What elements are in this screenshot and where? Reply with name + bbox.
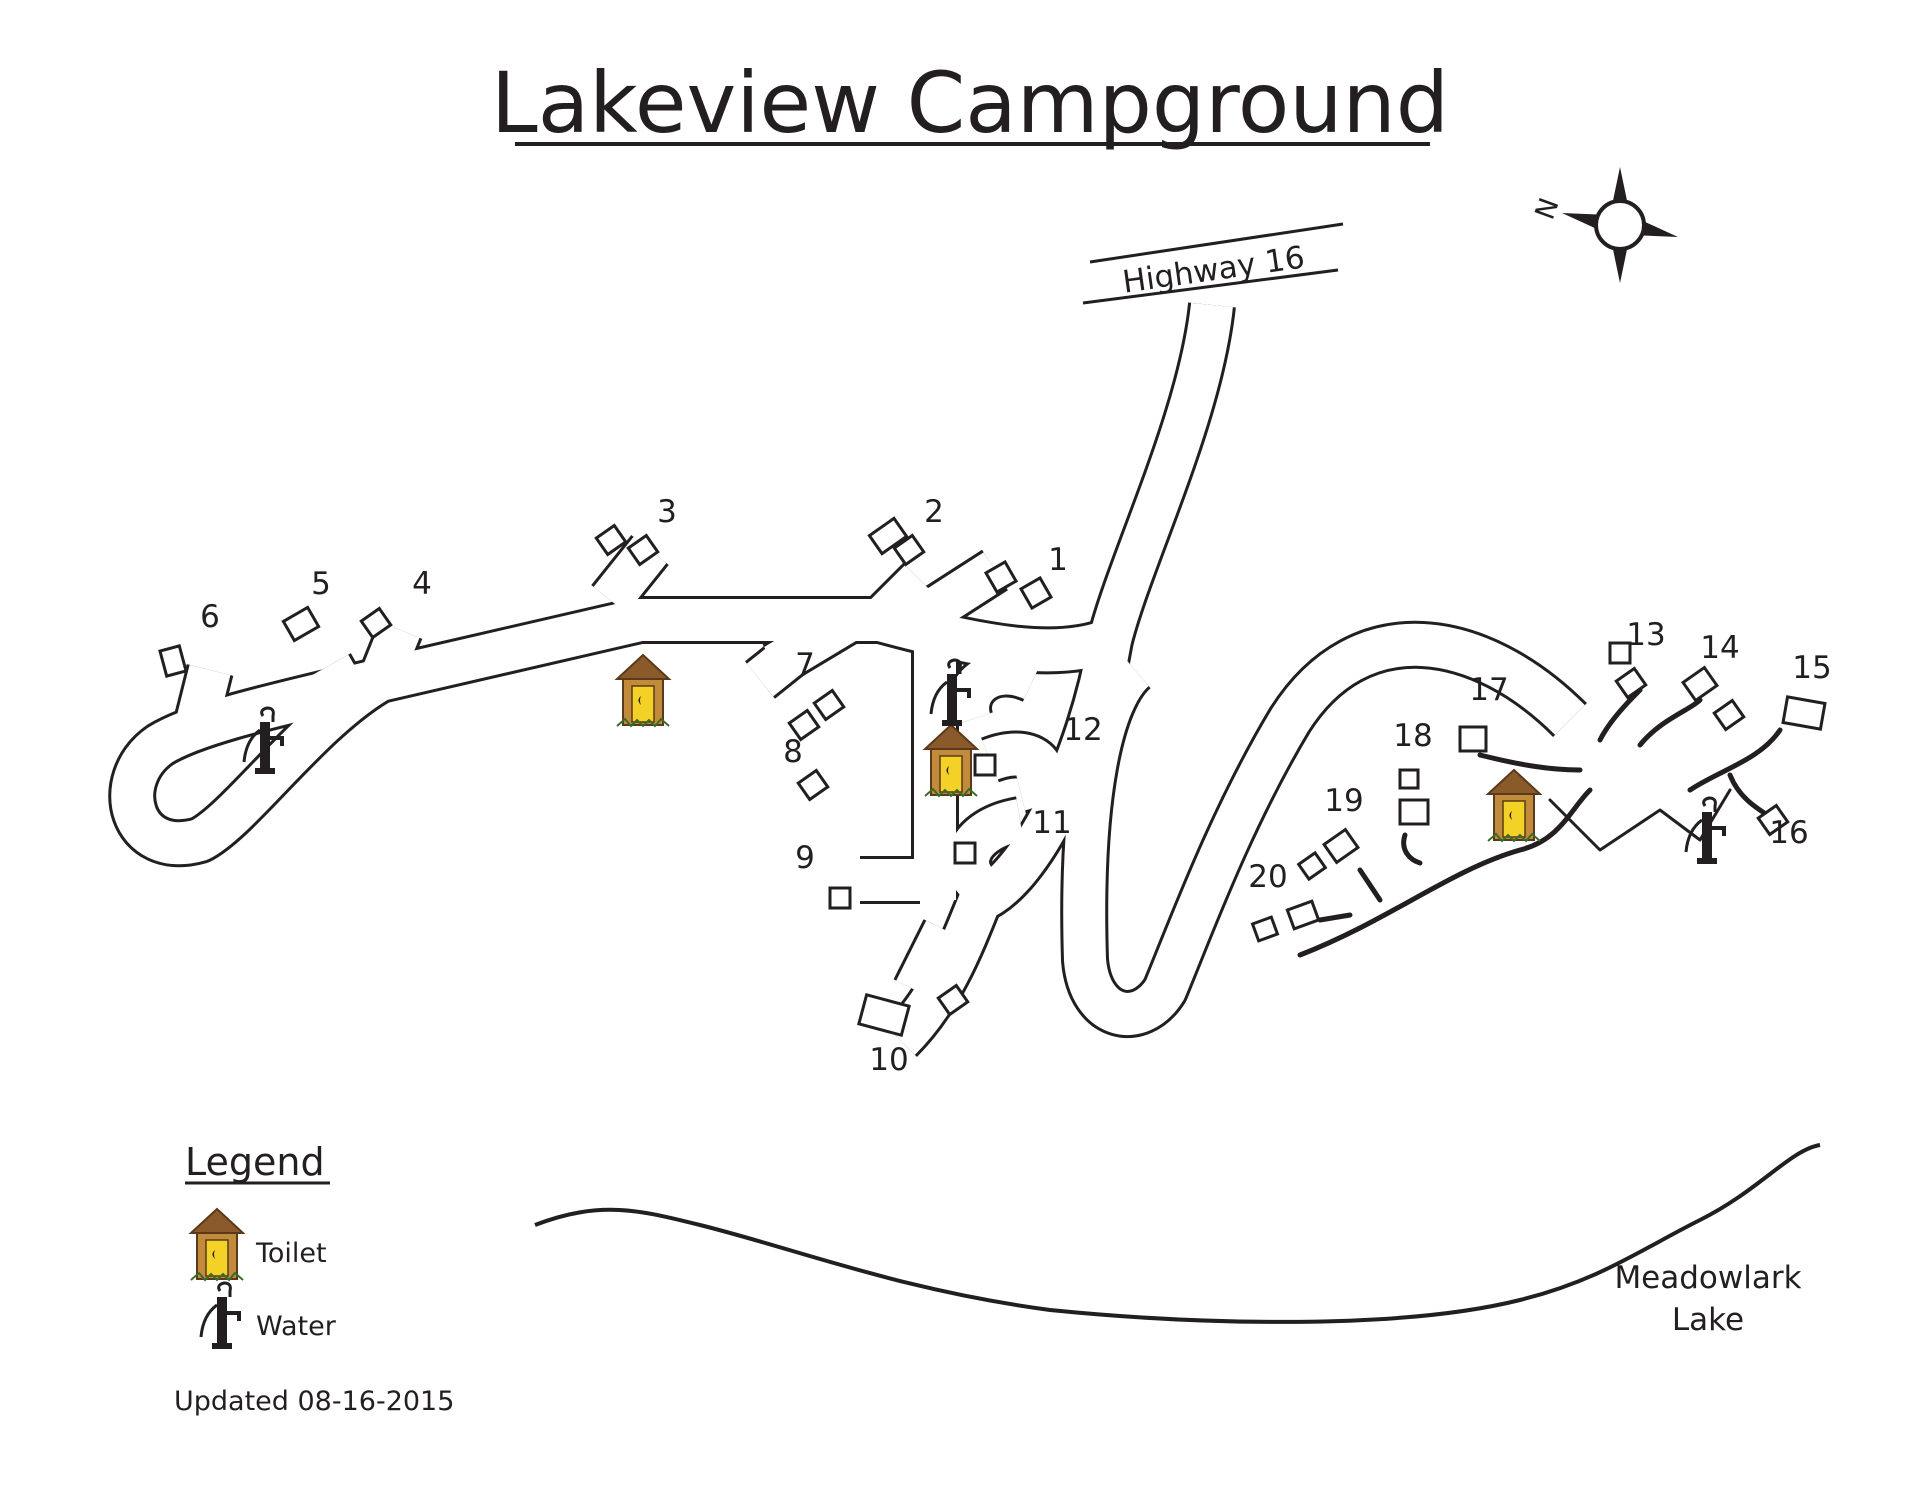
site-label-11: 11: [1032, 805, 1071, 841]
site-label-12: 12: [1063, 712, 1102, 748]
site-label-14: 14: [1700, 630, 1739, 666]
site-label-16: 16: [1769, 815, 1808, 851]
legend-water-label: Water: [256, 1311, 337, 1342]
site-label-8: 8: [783, 734, 803, 770]
updated-date: Updated 08-16-2015: [174, 1386, 454, 1417]
compass-north-label: N: [1530, 194, 1566, 224]
legend-water-icon: [199, 1281, 241, 1351]
site-label-20: 20: [1248, 859, 1287, 895]
lake-shoreline: [534, 1143, 1821, 1324]
site-numbers: 1 2 3 4 5 6 7 8 9 10 11 12 13 14 15 16 1…: [200, 494, 1832, 1078]
site-label-3: 3: [657, 494, 677, 530]
legend-toilet-label: Toilet: [255, 1238, 327, 1269]
site-label-7: 7: [795, 647, 815, 683]
legend: Legend Toilet Water: [185, 1140, 337, 1351]
lake-label-line2: Lake: [1672, 1302, 1744, 1338]
site-label-17: 17: [1469, 672, 1508, 708]
map-title: Lakeview Campground: [491, 54, 1449, 152]
site-label-9: 9: [795, 840, 815, 876]
map-toilet-icon: [1487, 769, 1541, 842]
road-network: [108, 302, 1783, 1057]
highway-label: Highway 16: [1120, 240, 1306, 301]
site-label-2: 2: [924, 494, 944, 530]
site-label-13: 13: [1626, 617, 1665, 653]
compass-rose-icon: N: [1530, 167, 1678, 283]
legend-heading: Legend: [185, 1140, 325, 1184]
campsite-pads: [158, 516, 1827, 1038]
site-label-10: 10: [869, 1042, 908, 1078]
site-label-6: 6: [200, 599, 220, 635]
site-label-4: 4: [412, 566, 432, 602]
site-label-15: 15: [1792, 650, 1831, 686]
map-toilet-icon: [616, 654, 670, 727]
highway-16: Highway 16: [1082, 222, 1344, 305]
legend-toilet-icon: [190, 1208, 244, 1281]
lake-label-line1: Meadowlark: [1614, 1260, 1801, 1296]
site-label-1: 1: [1048, 542, 1068, 578]
site-label-18: 18: [1393, 718, 1432, 754]
site-label-5: 5: [311, 566, 331, 602]
site-label-19: 19: [1324, 783, 1363, 819]
